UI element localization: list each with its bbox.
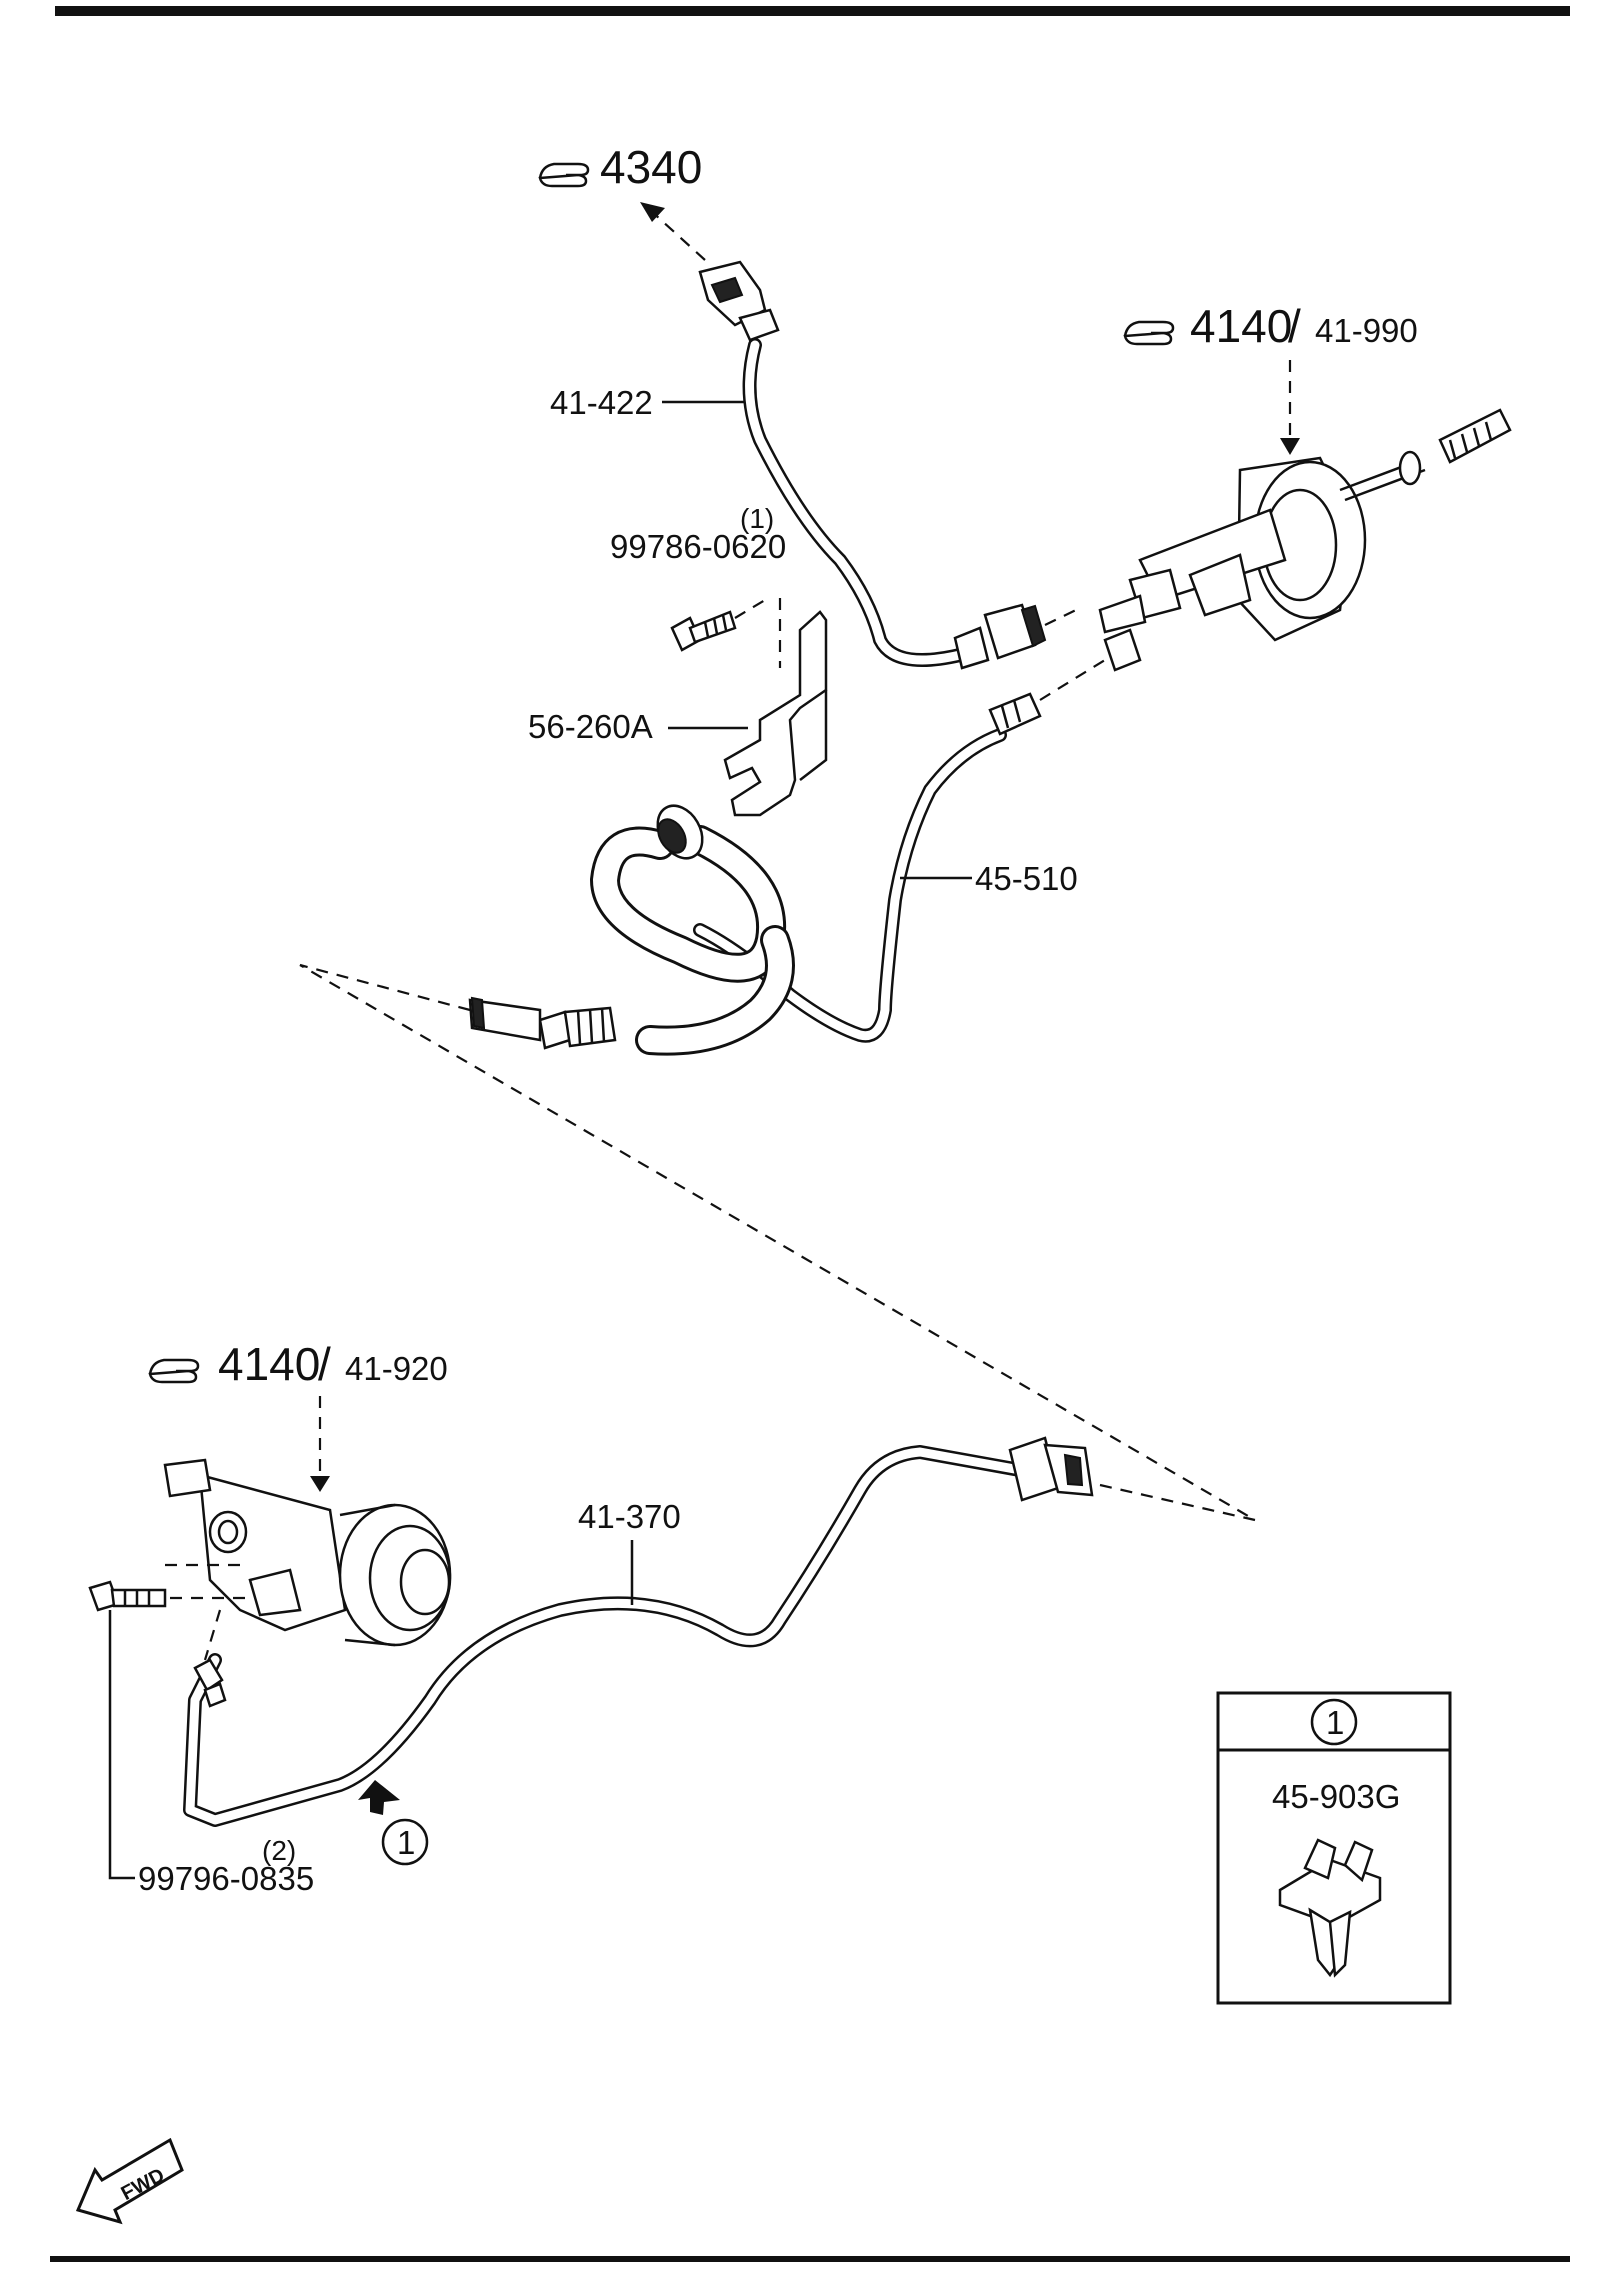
label-45-510: 45-510 xyxy=(975,860,1078,897)
hose-end-fitting xyxy=(468,996,617,1050)
fwd-arrow-icon: FWD xyxy=(75,2137,184,2225)
clutch-master-cylinder xyxy=(1098,408,1512,672)
label-41-422: 41-422 xyxy=(550,384,653,421)
qty-upper-bolt: (1) xyxy=(740,503,774,534)
guide-line-left xyxy=(299,963,1256,1521)
ref-4140-upper: 4140 xyxy=(1190,300,1292,352)
clip-inset-box: 1 45-903G xyxy=(1216,1691,1452,2005)
qty-lower-bolt: (2) xyxy=(262,1835,296,1866)
clip-location-arrow xyxy=(358,1780,400,1815)
inset-callout-circle xyxy=(1310,1698,1358,1746)
hose-fitting-upper xyxy=(656,804,704,860)
ref-separator: / xyxy=(1288,300,1301,352)
clutch-release-cylinder xyxy=(163,1458,452,1647)
ref-separator-lower: / xyxy=(318,1338,331,1390)
switch-connector xyxy=(698,260,780,342)
bracket-56-260a xyxy=(723,610,828,817)
lower-bolt xyxy=(88,1580,167,1612)
clip-45-903g xyxy=(1278,1838,1382,1978)
connector-reference[interactable]: 4340 xyxy=(538,141,702,193)
label-99786-0620: 99786-0620 xyxy=(610,528,786,565)
bottom-border xyxy=(50,2256,1570,2262)
pipe-flare-nut-upper xyxy=(988,692,1042,736)
callout-circle-1[interactable]: 1 xyxy=(381,1818,429,1866)
inset-callout-number: 1 xyxy=(1326,1704,1344,1741)
pipe-end-fitting-lower xyxy=(193,1658,227,1708)
pointing-hand-icon xyxy=(1123,320,1175,346)
callout-number: 1 xyxy=(397,1824,415,1861)
top-border xyxy=(55,6,1570,16)
slave-cylinder-reference[interactable]: 4140 / 41-920 xyxy=(148,1338,448,1390)
pointing-hand-icon xyxy=(148,1358,200,1384)
label-56-260a: 56-260A xyxy=(528,708,653,745)
label-41-370: 41-370 xyxy=(578,1498,681,1535)
ref-4140-lower: 4140 xyxy=(218,1338,320,1390)
ref-41-920: 41-920 xyxy=(345,1350,448,1387)
label-99796-0835: 99796-0835 xyxy=(138,1860,314,1897)
master-cylinder-reference[interactable]: 4140 / 41-990 xyxy=(1123,300,1418,352)
harness-tube xyxy=(742,338,967,667)
pipe-flare-nut-lower xyxy=(1008,1436,1094,1502)
upper-bolt xyxy=(670,610,737,652)
guide-line-right xyxy=(1099,1483,1256,1522)
ref-41-990: 41-990 xyxy=(1315,312,1418,349)
label-45-903g: 45-903G xyxy=(1272,1778,1400,1815)
clutch-switch xyxy=(953,603,1047,670)
pointing-hand-icon xyxy=(538,162,590,188)
ref-4340: 4340 xyxy=(600,141,702,193)
